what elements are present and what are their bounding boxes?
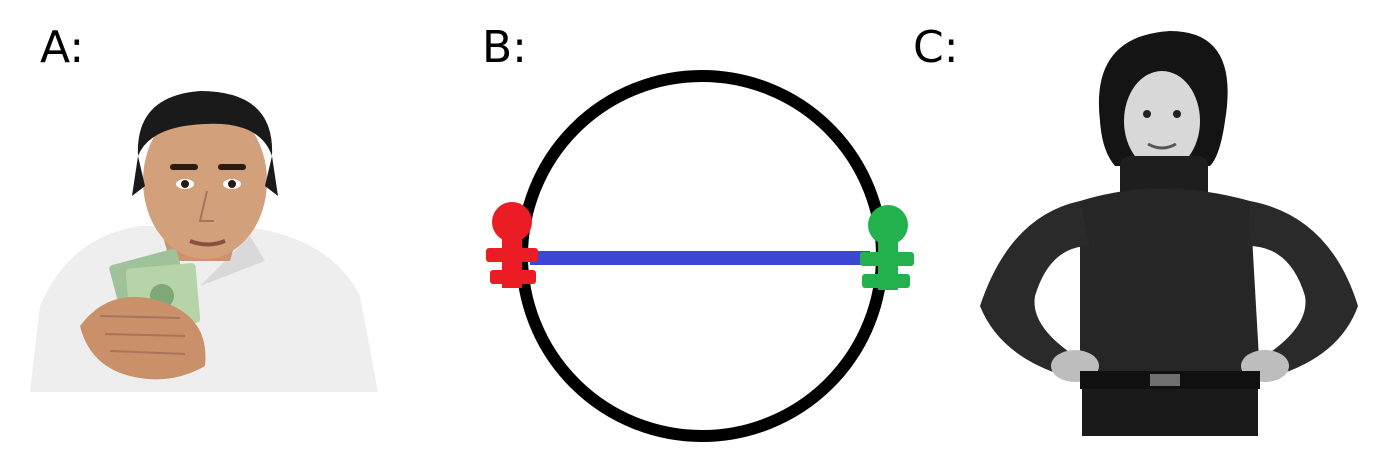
man-holding-money-photo: [10, 86, 382, 392]
connecting-bar: [530, 251, 870, 265]
label-b: B:: [482, 22, 528, 73]
circle-diagram: [480, 70, 920, 446]
label-a: A:: [40, 22, 85, 73]
woman-in-turtleneck-photo: [970, 26, 1370, 436]
red-figure-icon: [486, 202, 538, 288]
label-c: C:: [913, 22, 959, 73]
green-figure-icon: [860, 205, 914, 290]
